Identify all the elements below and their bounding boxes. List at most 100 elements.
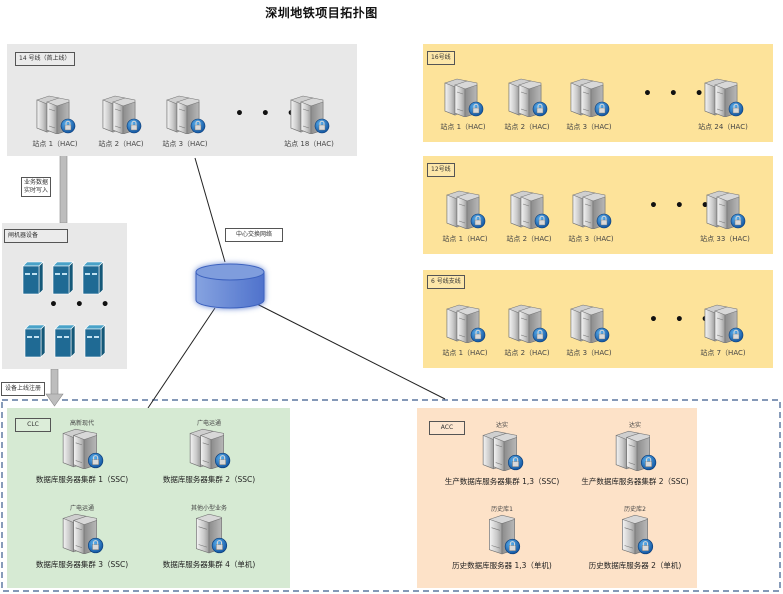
line16-label: 16号线 xyxy=(427,51,455,65)
cluster-vendor: 高新现代 xyxy=(69,420,94,427)
cluster-label: 生产数据库服务器集群 1,3（SSC) xyxy=(444,477,560,486)
server-cluster-icon xyxy=(612,429,658,471)
db-server[interactable]: 其他小型业务 数据库服务器集群 4（单机) xyxy=(144,503,274,570)
station-label: 站点 33（HAC) xyxy=(700,235,750,243)
db-cluster[interactable]: 达实 生产数据库服务器集群 1,3（SSC) xyxy=(437,420,567,487)
server-cluster-icon xyxy=(505,303,549,343)
server-cluster-icon xyxy=(479,429,525,471)
station-item[interactable]: 站点 2（HAC) xyxy=(91,94,151,149)
clc-label: CLC xyxy=(15,418,51,432)
server-icon xyxy=(479,513,525,555)
gate-device-icon xyxy=(22,261,44,295)
cluster-vendor: 广电运通 xyxy=(69,505,94,512)
station-item[interactable]: 站点 2（HAC) xyxy=(499,189,559,244)
diagram-title-text: 深圳地铁项目拓扑图 xyxy=(265,6,378,20)
station-label: 站点 2（HAC) xyxy=(98,140,144,148)
db-cluster[interactable]: 广电运通 数据库服务器集群 3（SSC) xyxy=(17,503,147,570)
arrow-down-label: 设备上线注册 xyxy=(1,382,46,396)
panel-line14: 14 号线（首上线） 站点 1（HAC) 站点 2（HAC) 站点 3（HAC)… xyxy=(7,44,357,156)
server-cluster-icon xyxy=(505,77,549,117)
ellipsis: • • • xyxy=(649,312,716,328)
station-item[interactable]: 站点 1（HAC) xyxy=(433,77,493,132)
cluster-vendor: 历史库2 xyxy=(624,506,646,513)
server-cluster-icon xyxy=(59,427,105,469)
station-label: 站点 1（HAC) xyxy=(32,140,78,148)
station-label: 站点 3（HAC) xyxy=(162,140,208,148)
db-server[interactable]: 历史库2 历史数据库服务器 2（单机) xyxy=(570,504,700,571)
server-cluster-icon xyxy=(186,427,232,469)
server-cluster-icon xyxy=(567,303,611,343)
acc-label: ACC xyxy=(429,421,465,435)
gate-device-icon xyxy=(24,324,46,358)
station-label: 站点 1（HAC) xyxy=(440,123,486,131)
station-item[interactable]: 站点 1（HAC) xyxy=(435,303,495,358)
station-label: 站点 7（HAC) xyxy=(700,349,746,357)
station-item[interactable]: 站点 3（HAC) xyxy=(559,303,619,358)
server-icon xyxy=(612,513,658,555)
server-cluster-icon xyxy=(59,512,105,554)
server-cluster-icon xyxy=(99,94,143,134)
db-server[interactable]: 历史库1 历史数据库服务器 1,3（单机) xyxy=(437,504,567,571)
arrow-up-label-line1: 业务数据 xyxy=(24,179,49,186)
server-icon xyxy=(186,512,232,554)
db-cluster[interactable]: 高新现代 数据库服务器集群 1（SSC) xyxy=(17,418,147,485)
station-label: 站点 2（HAC) xyxy=(506,235,552,243)
station-item[interactable]: 站点 1（HAC) xyxy=(25,94,85,149)
station-item[interactable]: 站点 24（HAC) xyxy=(693,77,753,132)
cluster-label: 数据库服务器集群 3（SSC) xyxy=(35,560,129,569)
panel-line12: 12号线 站点 1（HAC) 站点 2（HAC) 站点 3（HAC) • • •… xyxy=(423,156,773,254)
line14-label: 14 号线（首上线） xyxy=(15,52,75,66)
server-cluster-icon xyxy=(701,303,745,343)
gate-device-icon xyxy=(82,261,104,295)
station-label: 站点 2（HAC) xyxy=(504,123,550,131)
panel-clc: CLC 高新现代 数据库服务器集群 1（SSC) 广电运通 数据库服务器集群 2… xyxy=(7,408,290,588)
station-item[interactable]: 站点 3（HAC) xyxy=(561,189,621,244)
station-item[interactable]: 站点 2（HAC) xyxy=(497,303,557,358)
ellipsis: • • • xyxy=(649,198,716,214)
arrow-down-device-register xyxy=(45,368,64,407)
ellipsis: • • • xyxy=(49,297,116,313)
station-label: 站点 3（HAC) xyxy=(566,123,612,131)
station-item[interactable]: 站点 7（HAC) xyxy=(693,303,753,358)
network-label: 中心交换网络 xyxy=(225,228,283,242)
link-network-clc xyxy=(147,307,216,409)
station-item[interactable]: 站点 2（HAC) xyxy=(497,77,557,132)
station-label: 站点 24（HAC) xyxy=(698,123,748,131)
cluster-vendor: 达实 xyxy=(628,422,641,429)
ellipsis: • • • xyxy=(643,86,710,102)
cluster-vendor: 历史库1 xyxy=(491,506,513,513)
arrow-up-label-line2: 实时写入 xyxy=(24,187,49,194)
station-label: 站点 1（HAC) xyxy=(442,349,488,357)
station-item[interactable]: 站点 18（HAC) xyxy=(279,94,339,149)
network-cylinder-icon xyxy=(195,263,265,309)
server-cluster-icon xyxy=(703,189,747,229)
gate-device-row xyxy=(22,261,104,295)
cluster-label: 历史数据库服务器 2（单机) xyxy=(588,561,682,570)
server-cluster-icon xyxy=(443,303,487,343)
station-item[interactable]: 站点 3（HAC) xyxy=(559,77,619,132)
station-item[interactable]: 站点 3（HAC) xyxy=(155,94,215,149)
gate-device-icon xyxy=(52,261,74,295)
station-item[interactable]: 站点 1（HAC) xyxy=(435,189,495,244)
server-cluster-icon xyxy=(443,189,487,229)
gate-devices-label: 闸机器设备 xyxy=(4,229,68,243)
cluster-label: 数据库服务器集群 1（SSC) xyxy=(35,475,129,484)
link-network-acc xyxy=(254,302,446,400)
server-cluster-icon xyxy=(287,94,331,134)
server-cluster-icon xyxy=(507,189,551,229)
cluster-label: 数据库服务器集群 4（单机) xyxy=(162,560,256,569)
station-label: 站点 2（HAC) xyxy=(504,349,550,357)
db-cluster[interactable]: 达实 生产数据库服务器集群 2（SSC) xyxy=(570,420,700,487)
server-cluster-icon xyxy=(441,77,485,117)
cluster-vendor: 达实 xyxy=(495,422,508,429)
line6-label: 6 号线支线 xyxy=(427,275,465,289)
diagram-title: 深圳地铁项目拓扑图 xyxy=(0,4,783,21)
panel-line6: 6 号线支线 站点 1（HAC) 站点 2（HAC) 站点 3（HAC) • •… xyxy=(423,270,773,368)
station-label: 站点 3（HAC) xyxy=(566,349,612,357)
db-cluster[interactable]: 广电运通 数据库服务器集群 2（SSC) xyxy=(144,418,274,485)
station-item[interactable]: 站点 33（HAC) xyxy=(695,189,755,244)
cluster-vendor: 广电运通 xyxy=(196,420,221,427)
server-cluster-icon xyxy=(569,189,613,229)
server-cluster-icon xyxy=(163,94,207,134)
